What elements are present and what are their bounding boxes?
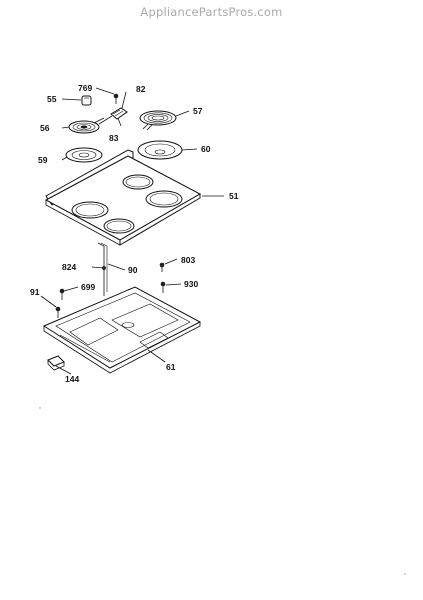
label-61: 61 — [166, 362, 176, 372]
label-91: 91 — [30, 287, 40, 297]
part-56-surface-element-small — [68, 117, 105, 134]
label-90: 90 — [128, 265, 138, 275]
scan-speck — [39, 407, 41, 409]
part-930-screw — [160, 281, 166, 293]
label-51: 51 — [229, 191, 239, 201]
part-82-terminal-block — [98, 107, 128, 125]
label-59: 59 — [38, 155, 48, 165]
label-82: 82 — [136, 84, 146, 94]
part-55-knob — [81, 95, 92, 106]
label-56: 56 — [40, 123, 50, 133]
label-60: 60 — [201, 144, 211, 154]
label-144: 144 — [65, 374, 79, 384]
scan-speck — [404, 573, 406, 575]
label-824: 824 — [62, 262, 76, 272]
label-769: 769 — [78, 83, 92, 93]
label-699: 699 — [81, 282, 95, 292]
part-699-screw — [59, 288, 65, 300]
watermark: AppliancePartsPros.com — [140, 5, 283, 19]
label-55: 55 — [47, 94, 57, 104]
label-803: 803 — [181, 255, 195, 265]
part-61-burner-box — [42, 286, 202, 374]
label-83: 83 — [109, 133, 119, 143]
part-803-screw — [159, 262, 165, 272]
part-59-drip-pan-small — [65, 147, 103, 163]
part-144-bracket — [47, 355, 65, 371]
part-90-wire-harness — [97, 242, 108, 296]
part-57-surface-element-large — [139, 110, 177, 131]
part-60-drip-pan-large — [137, 140, 183, 160]
label-930: 930 — [184, 279, 198, 289]
label-57: 57 — [193, 106, 203, 116]
part-769-screw — [113, 93, 119, 104]
part-51-cooktop — [44, 149, 202, 246]
part-91-screw — [55, 306, 61, 318]
leader-lines — [40, 87, 224, 375]
